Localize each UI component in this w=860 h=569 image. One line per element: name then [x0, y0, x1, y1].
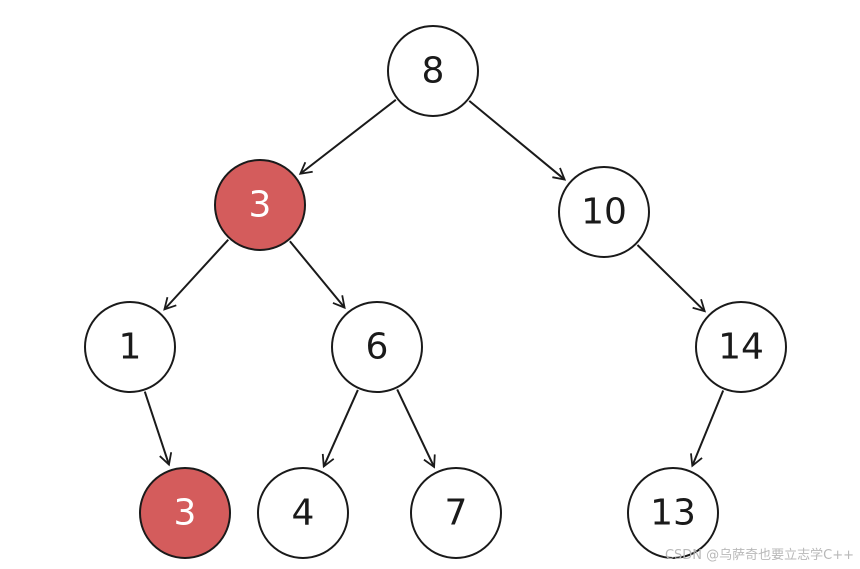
edge-n14-n13 [690, 390, 725, 468]
tree-node-n13: 13 [627, 467, 719, 559]
edges-layer [143, 98, 725, 469]
node-circle [84, 301, 176, 393]
tree-node-n7: 7 [410, 467, 502, 559]
tree-node-n4: 4 [257, 467, 349, 559]
node-circle [558, 166, 650, 258]
node-label: 4 [292, 493, 315, 534]
node-label: 13 [650, 493, 696, 534]
edge-n3a-n1 [163, 238, 230, 311]
tree-node-n14: 14 [695, 301, 787, 393]
edge-n8-n10 [468, 100, 567, 181]
node-label: 6 [366, 327, 389, 368]
node-circle-highlighted [214, 159, 306, 251]
edge-n1-n3b [143, 391, 173, 467]
node-label: 1 [119, 327, 142, 368]
tree-node-n3a: 3 [214, 159, 306, 251]
node-label: 7 [445, 493, 468, 534]
node-circle [695, 301, 787, 393]
nodes-layer: 8 3 10 1 6 14 3 4 7 13 [84, 25, 787, 559]
node-label: 3 [174, 493, 197, 534]
watermark: CSDN @乌萨奇也要立志学C++ [664, 548, 854, 563]
node-label: 14 [718, 327, 764, 368]
node-circle [627, 467, 719, 559]
edge-n6-n4 [321, 389, 359, 469]
tree-node-n8: 8 [387, 25, 479, 117]
node-circle [410, 467, 502, 559]
node-circle [257, 467, 349, 559]
tree-node-n10: 10 [558, 166, 650, 258]
edge-n3a-n6 [289, 240, 346, 310]
node-circle [387, 25, 479, 117]
tree-node-n1: 1 [84, 301, 176, 393]
node-label: 3 [249, 185, 272, 226]
node-circle [331, 301, 423, 393]
edge-n6-n7 [396, 389, 436, 469]
node-label: 10 [581, 192, 627, 233]
tree-node-n6: 6 [331, 301, 423, 393]
node-label: 8 [422, 51, 445, 92]
tree-node-n3b: 3 [139, 467, 231, 559]
edge-n8-n3a [298, 98, 397, 175]
edge-n10-n14 [636, 244, 707, 313]
node-circle-highlighted [139, 467, 231, 559]
